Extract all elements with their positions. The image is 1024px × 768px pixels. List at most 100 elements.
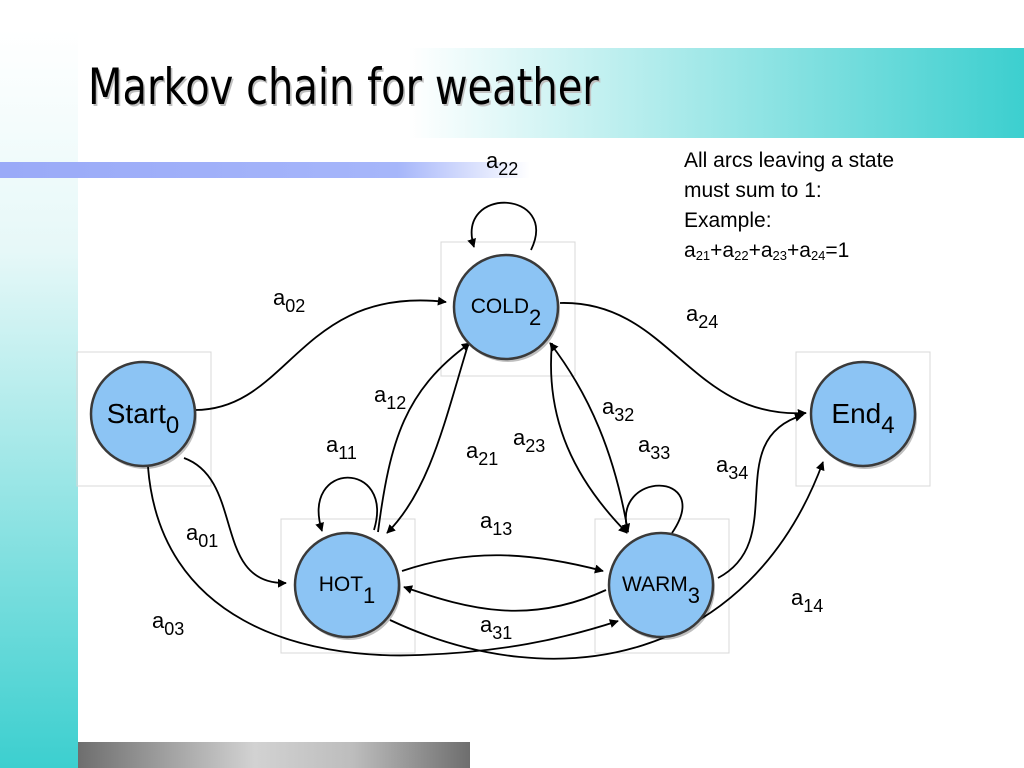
state-label: End4 [831, 398, 894, 439]
label-base: a [374, 382, 387, 407]
state-index: 0 [166, 412, 179, 439]
label-base: a [186, 520, 199, 545]
state-index: 4 [881, 412, 894, 439]
transition-label-start-hot: a01 [186, 520, 218, 551]
slide-title: Markov chain for weather [88, 58, 599, 116]
label-base: a [716, 452, 729, 477]
equation-subscript: 23 [772, 248, 787, 263]
label-base: a [686, 301, 699, 326]
label-subscript: 34 [728, 463, 748, 483]
transition-arc-start-cold [194, 296, 447, 411]
state-name: HOT [319, 573, 364, 596]
label-subscript: 02 [285, 296, 305, 316]
transition-label-warm-hot: a31 [480, 612, 512, 643]
label-subscript: 12 [386, 393, 406, 413]
equation-term: a [760, 239, 773, 262]
transition-arc-warm-cold [549, 342, 629, 533]
label-subscript: 13 [492, 519, 512, 539]
label-subscript: 11 [338, 443, 357, 463]
equation-term: a [684, 239, 696, 262]
transition-arc-cold-cold [467, 201, 537, 251]
transition-label-cold-hot: a21 [466, 438, 498, 469]
sum-equation: a21+a22+a23+a24=1 [684, 236, 894, 266]
equation-operator: + [710, 239, 723, 262]
equation-operator: =1 [825, 239, 850, 262]
label-subscript: 24 [698, 312, 718, 332]
state-circle [607, 531, 715, 639]
transition-arc-hot-cold [377, 342, 471, 533]
label-base: a [480, 508, 493, 533]
equation-term: a [722, 239, 735, 262]
equation-term: a [799, 239, 811, 262]
state-name: End [831, 398, 881, 429]
transition-label-cold-end: a24 [686, 301, 718, 332]
state-node-warm: WARM3 [607, 531, 715, 640]
equation-subscript: 24 [810, 248, 826, 263]
transition-arc-warm-warm [621, 484, 684, 534]
transition-label-hot-cold: a12 [374, 382, 406, 413]
equation-subscript: 22 [734, 248, 749, 263]
state-frame-cold [440, 241, 576, 377]
state-node-start: Start0 [89, 360, 197, 469]
transition-arc-warm-hot [403, 585, 607, 612]
state-circle [293, 531, 401, 639]
transition-arc-cold-end [559, 302, 807, 418]
sum-note: All arcs leaving a state must sum to 1: … [684, 146, 894, 266]
state-circle [452, 253, 560, 361]
transition-label-start-cold: a02 [273, 285, 305, 316]
equation-operator: + [748, 239, 761, 262]
transition-label-cold-cold: a22 [486, 148, 518, 179]
label-subscript: 22 [498, 159, 518, 179]
state-circle [89, 360, 197, 468]
transition-arc-warm-end [717, 413, 804, 579]
state-name: Start [107, 398, 166, 429]
label-subscript: 14 [803, 596, 823, 616]
label-base: a [273, 285, 286, 310]
state-name: COLD [471, 295, 529, 318]
label-subscript: 23 [525, 436, 545, 456]
label-base: a [486, 148, 499, 173]
label-subscript: 01 [198, 531, 218, 551]
transition-label-warm-end: a34 [716, 452, 748, 483]
label-subscript: 31 [492, 623, 512, 643]
grey-footer-bar [78, 742, 470, 768]
state-index: 1 [363, 583, 375, 608]
label-base: a [638, 432, 651, 457]
equation-subscript: 21 [695, 248, 711, 263]
state-index: 3 [688, 583, 700, 608]
state-label: HOT1 [319, 573, 376, 608]
state-node-end: End4 [809, 360, 917, 469]
note-line: All arcs leaving a state [684, 149, 895, 172]
label-base: a [466, 438, 479, 463]
transition-label-hot-warm: a13 [480, 508, 512, 539]
state-node-cold: COLD2 [452, 253, 560, 362]
transition-arc-hot-hot [315, 476, 378, 532]
transition-label-start-warm: a03 [152, 608, 184, 639]
left-gradient-band [0, 30, 78, 768]
label-base: a [602, 394, 615, 419]
label-base: a [480, 612, 493, 637]
transition-label-hot-hot: a11 [326, 432, 357, 463]
equation-operator: + [787, 239, 800, 262]
transition-arc-start-warm [147, 466, 619, 657]
state-label: COLD2 [471, 295, 542, 330]
state-label: Start0 [107, 398, 180, 439]
label-subscript: 32 [614, 405, 634, 425]
note-line: must sum to 1: [684, 179, 822, 202]
label-subscript: 21 [478, 449, 498, 469]
state-node-hot: HOT1 [293, 531, 401, 640]
note-line: Example: [684, 209, 772, 232]
transition-label-cold-warm: a23 [513, 425, 545, 456]
state-label: WARM3 [622, 573, 700, 608]
transition-arc-hot-warm [401, 554, 604, 574]
label-base: a [152, 608, 165, 633]
transition-arc-cold-hot [386, 344, 469, 534]
label-subscript: 33 [650, 443, 670, 463]
transition-arc-cold-warm [550, 342, 628, 534]
state-frame-warm [594, 518, 730, 654]
transition-arc-hot-end [389, 461, 825, 660]
transition-label-warm-warm: a33 [638, 432, 670, 463]
label-base: a [326, 432, 339, 457]
